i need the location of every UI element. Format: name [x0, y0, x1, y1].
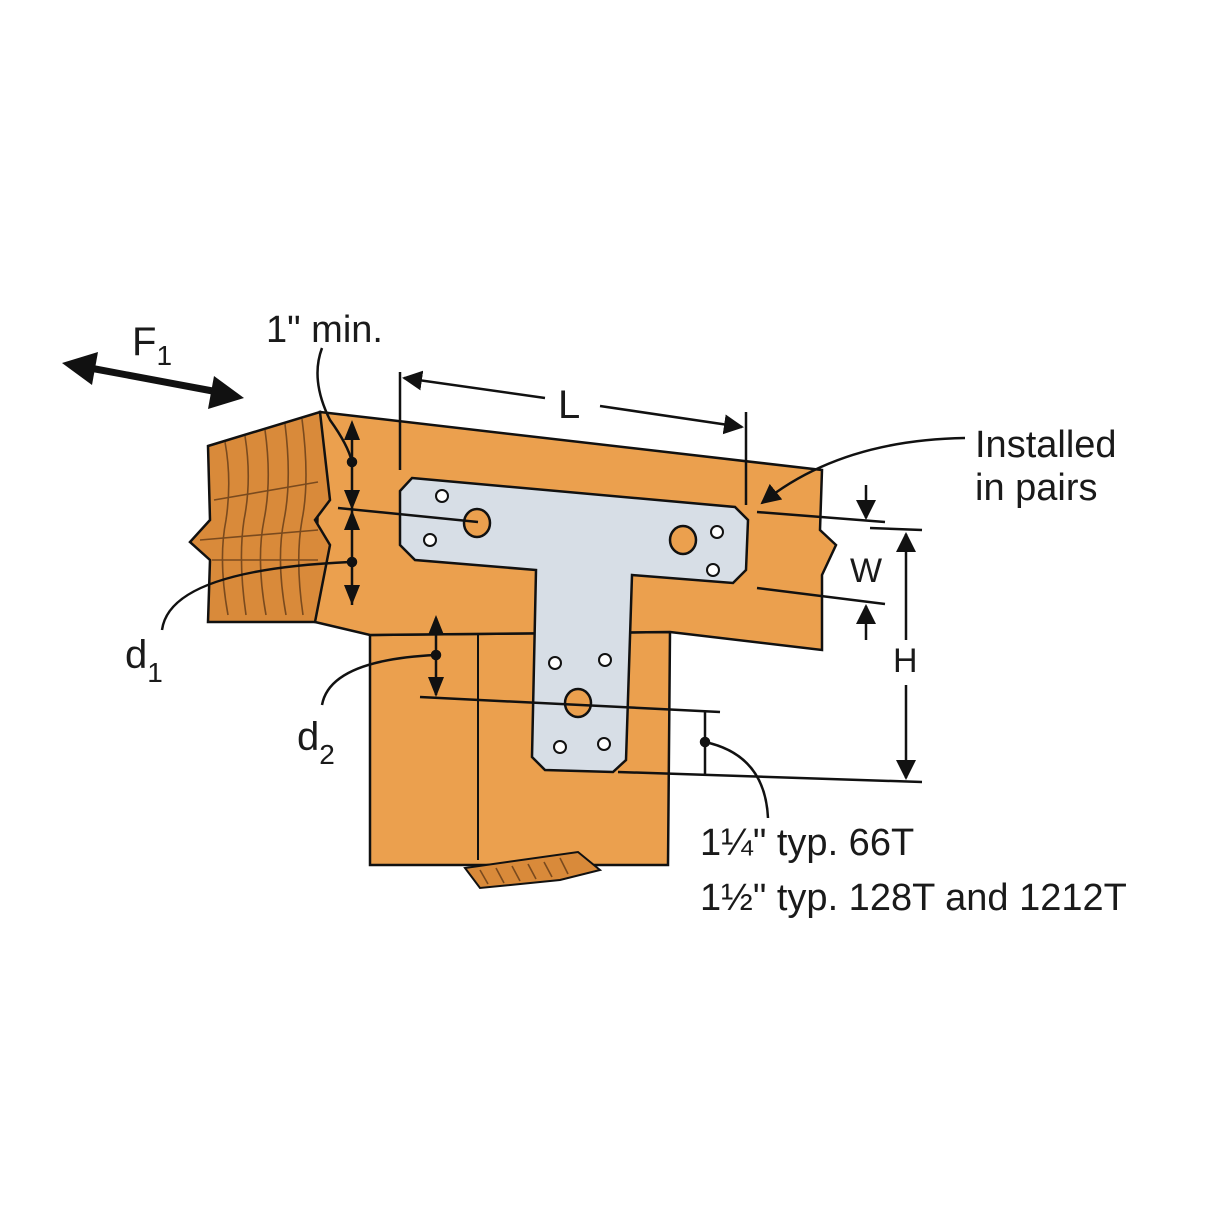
d1-label: d1	[125, 633, 163, 688]
length-label: L	[558, 383, 580, 427]
t-strap-outline	[398, 476, 750, 774]
d1-leader	[160, 560, 351, 631]
d2-label: d2	[297, 715, 335, 770]
t-strap-plate	[398, 476, 750, 774]
force-arrow	[62, 352, 244, 409]
typ-128t-label: 1½" typ. 128T and 1212T	[700, 877, 1127, 919]
edge-distance-leader	[617, 712, 923, 819]
force-label: F1	[132, 320, 172, 371]
min-edge-label: 1" min.	[266, 309, 383, 351]
installed-label-line2: in pairs	[975, 467, 1098, 509]
post-bottom-end-grain	[463, 850, 603, 890]
dimension-height	[869, 526, 923, 780]
post-end-grain-lines	[479, 857, 569, 885]
dimension-d2	[320, 615, 721, 714]
nail-holes	[423, 489, 724, 754]
beam-end-grain-lines	[199, 418, 319, 616]
installed-leader	[760, 436, 966, 505]
dimension-width	[756, 485, 886, 640]
height-label: H	[893, 642, 918, 680]
width-label: W	[850, 552, 882, 590]
beam-end-grain	[188, 410, 332, 624]
installed-label-line1: Installed	[975, 424, 1117, 466]
dimension-length	[398, 370, 748, 505]
typ-66t-label: 1¼" typ. 66T	[700, 822, 914, 864]
dimension-min-edge	[316, 347, 479, 605]
bolt-holes	[462, 507, 698, 719]
